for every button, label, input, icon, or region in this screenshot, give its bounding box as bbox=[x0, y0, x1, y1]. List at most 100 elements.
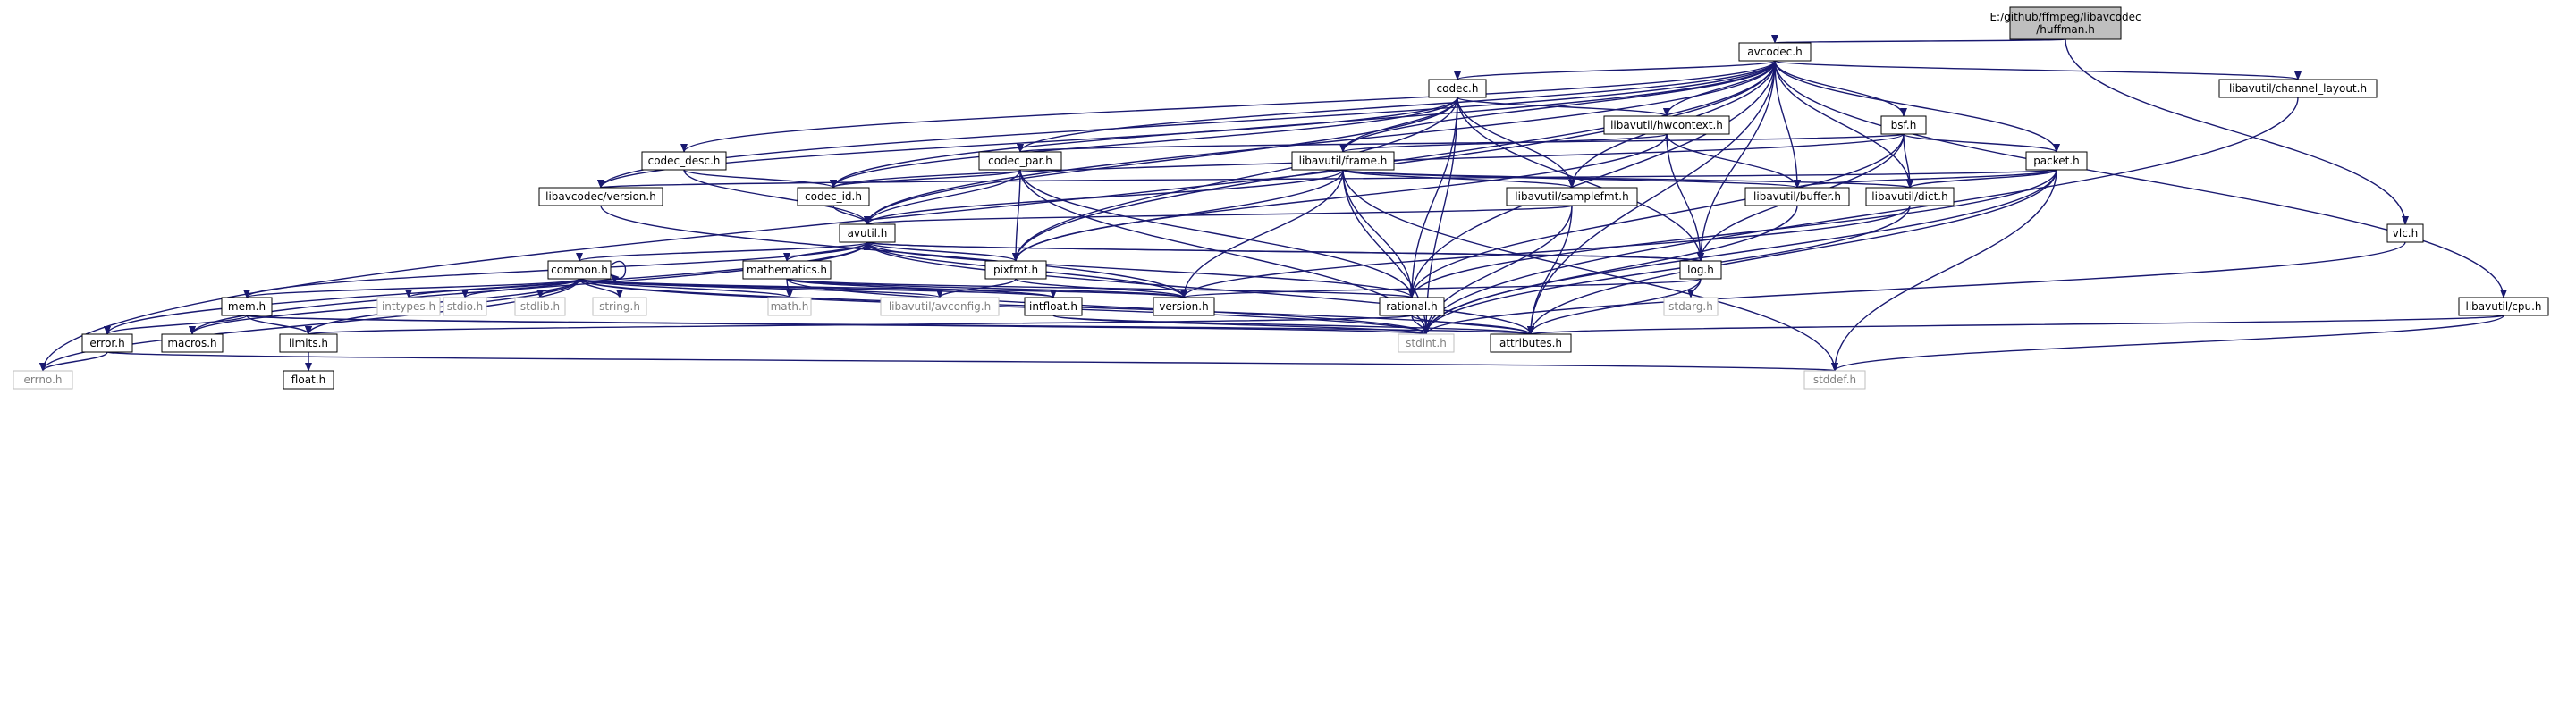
node-box bbox=[81, 333, 133, 353]
node-intfloat[interactable]: intfloat.h bbox=[1024, 297, 1083, 316]
node-box bbox=[547, 260, 612, 280]
node-label: libavutil/buffer.h bbox=[1753, 190, 1841, 203]
node-label: libavutil/cpu.h bbox=[2465, 300, 2541, 313]
edge-packet-to-rational bbox=[1408, 169, 2057, 298]
node-cpu[interactable]: libavutil/cpu.h bbox=[2458, 297, 2549, 316]
edge-frame-to-rational bbox=[1342, 169, 1415, 298]
node-log[interactable]: log.h bbox=[1679, 260, 1722, 280]
edge-samplefmt-to-attributes bbox=[1527, 205, 1573, 335]
edge-avutil-to-rational bbox=[866, 241, 1415, 298]
node-avconfig: libavutil/avconfig.h bbox=[880, 297, 1000, 316]
node-box bbox=[880, 297, 1000, 316]
edge-common-to-errno bbox=[39, 278, 580, 372]
node-hwcontext[interactable]: libavutil/hwcontext.h bbox=[1603, 115, 1730, 135]
edge-avcodec-to-avutil bbox=[864, 60, 1776, 225]
node-box bbox=[641, 151, 727, 171]
node-packet[interactable]: packet.h bbox=[2025, 151, 2088, 171]
node-version[interactable]: version.h bbox=[1153, 297, 1215, 316]
node-limits[interactable]: limits.h bbox=[279, 333, 338, 353]
node-box bbox=[1738, 42, 1812, 62]
edge-codec-to-codecid bbox=[830, 97, 1458, 189]
edge-avcodec-to-codec bbox=[1454, 60, 1776, 80]
node-box bbox=[283, 370, 334, 390]
edge-codecdesc-to-codecid bbox=[683, 169, 837, 189]
node-macros[interactable]: macros.h bbox=[161, 333, 224, 353]
node-stddef: stddef.h bbox=[1803, 370, 1866, 390]
node-codecid[interactable]: codec_id.h bbox=[797, 187, 870, 206]
node-frame[interactable]: libavutil/frame.h bbox=[1291, 151, 1395, 171]
edge-mathematics-to-stdint bbox=[786, 278, 1430, 335]
node-common[interactable]: common.h bbox=[547, 260, 612, 280]
node-vlc[interactable]: vlc.h bbox=[2386, 223, 2424, 243]
node-box bbox=[221, 297, 273, 316]
edge-avcodec-to-bsf bbox=[1774, 60, 1907, 117]
edge-packet-to-lavcversion bbox=[598, 169, 2057, 189]
node-box bbox=[2025, 151, 2088, 171]
edge-avcodec-to-log bbox=[1697, 60, 1776, 262]
edge-dict-to-stdint bbox=[1423, 205, 1911, 335]
node-box bbox=[767, 297, 812, 316]
edge-codecpar-to-pixfmt bbox=[1012, 169, 1021, 262]
edge-avcodec-to-packet bbox=[1774, 60, 2060, 153]
edge-avcodec-to-chlayout bbox=[1774, 60, 2302, 80]
edge-avcodec-to-codecpar bbox=[1017, 60, 1776, 153]
node-rational[interactable]: rational.h bbox=[1379, 297, 1445, 316]
node-box bbox=[161, 333, 224, 353]
node-label: codec_desc.h bbox=[648, 155, 721, 167]
node-box bbox=[2218, 79, 2378, 98]
edge-mathematics-to-version bbox=[786, 278, 1187, 298]
edge-packet-to-dict bbox=[1906, 169, 2057, 189]
edge-frame-to-samplefmt bbox=[1342, 169, 1575, 189]
node-pixfmt[interactable]: pixfmt.h bbox=[984, 260, 1047, 280]
node-box bbox=[1428, 79, 1487, 98]
node-codec[interactable]: codec.h bbox=[1428, 79, 1487, 98]
node-box bbox=[2458, 297, 2549, 316]
node-mem[interactable]: mem.h bbox=[221, 297, 273, 316]
node-avcodec[interactable]: avcodec.h bbox=[1738, 42, 1812, 62]
node-layer: E:/github/ffmpeg/libavcodec/huffman.havc… bbox=[13, 6, 2549, 390]
node-samplefmt[interactable]: libavutil/samplefmt.h bbox=[1506, 187, 1638, 206]
node-mathematics[interactable]: mathematics.h bbox=[742, 260, 832, 280]
node-box bbox=[984, 260, 1047, 280]
node-chlayout[interactable]: libavutil/channel_layout.h bbox=[2218, 79, 2378, 98]
node-attributes[interactable]: attributes.h bbox=[1490, 333, 1572, 353]
node-label: mem.h bbox=[228, 300, 266, 313]
node-dict[interactable]: libavutil/dict.h bbox=[1865, 187, 1955, 206]
edge-common-to-math bbox=[579, 278, 793, 298]
edge-chlayout-to-stdint bbox=[1423, 97, 2299, 335]
edge-cpu-to-attributes bbox=[1528, 315, 2504, 335]
node-box bbox=[1679, 260, 1722, 280]
node-label: libavutil/dict.h bbox=[1871, 190, 1947, 203]
node-codecpar[interactable]: codec_par.h bbox=[978, 151, 1062, 171]
node-label: codec_par.h bbox=[988, 155, 1052, 167]
node-label: float.h bbox=[291, 374, 325, 386]
node-box bbox=[279, 333, 338, 353]
node-label: mathematics.h bbox=[747, 264, 827, 276]
edge-bsf-to-packet bbox=[1903, 133, 2060, 153]
node-lavcversion[interactable]: libavcodec/version.h bbox=[538, 187, 663, 206]
node-avutil[interactable]: avutil.h bbox=[839, 223, 896, 243]
node-label: log.h bbox=[1687, 264, 1714, 276]
node-label: intfloat.h bbox=[1029, 300, 1077, 313]
node-box bbox=[1024, 297, 1083, 316]
node-buffer[interactable]: libavutil/buffer.h bbox=[1744, 187, 1850, 206]
node-label: libavutil/frame.h bbox=[1299, 155, 1388, 167]
node-box bbox=[1398, 333, 1455, 353]
edge-codecpar-to-avutil bbox=[864, 169, 1021, 225]
node-label: /huffman.h bbox=[2036, 23, 2095, 36]
node-box bbox=[443, 297, 487, 316]
node-inttypes: inttypes.h bbox=[376, 297, 441, 316]
node-label: macros.h bbox=[167, 337, 216, 349]
node-label: inttypes.h bbox=[382, 300, 435, 313]
edge-frame-to-stddef bbox=[1342, 169, 1838, 372]
node-codecdesc[interactable]: codec_desc.h bbox=[641, 151, 727, 171]
node-box bbox=[1490, 333, 1572, 353]
edge-hwcontext-to-buffer bbox=[1666, 133, 1801, 189]
edge-avutil-to-common bbox=[576, 241, 868, 262]
node-box bbox=[797, 187, 870, 206]
edge-frame-to-version bbox=[1180, 169, 1344, 298]
node-float[interactable]: float.h bbox=[283, 370, 334, 390]
node-bsf[interactable]: bsf.h bbox=[1880, 115, 1927, 135]
node-error[interactable]: error.h bbox=[81, 333, 133, 353]
node-label: string.h bbox=[599, 300, 640, 313]
